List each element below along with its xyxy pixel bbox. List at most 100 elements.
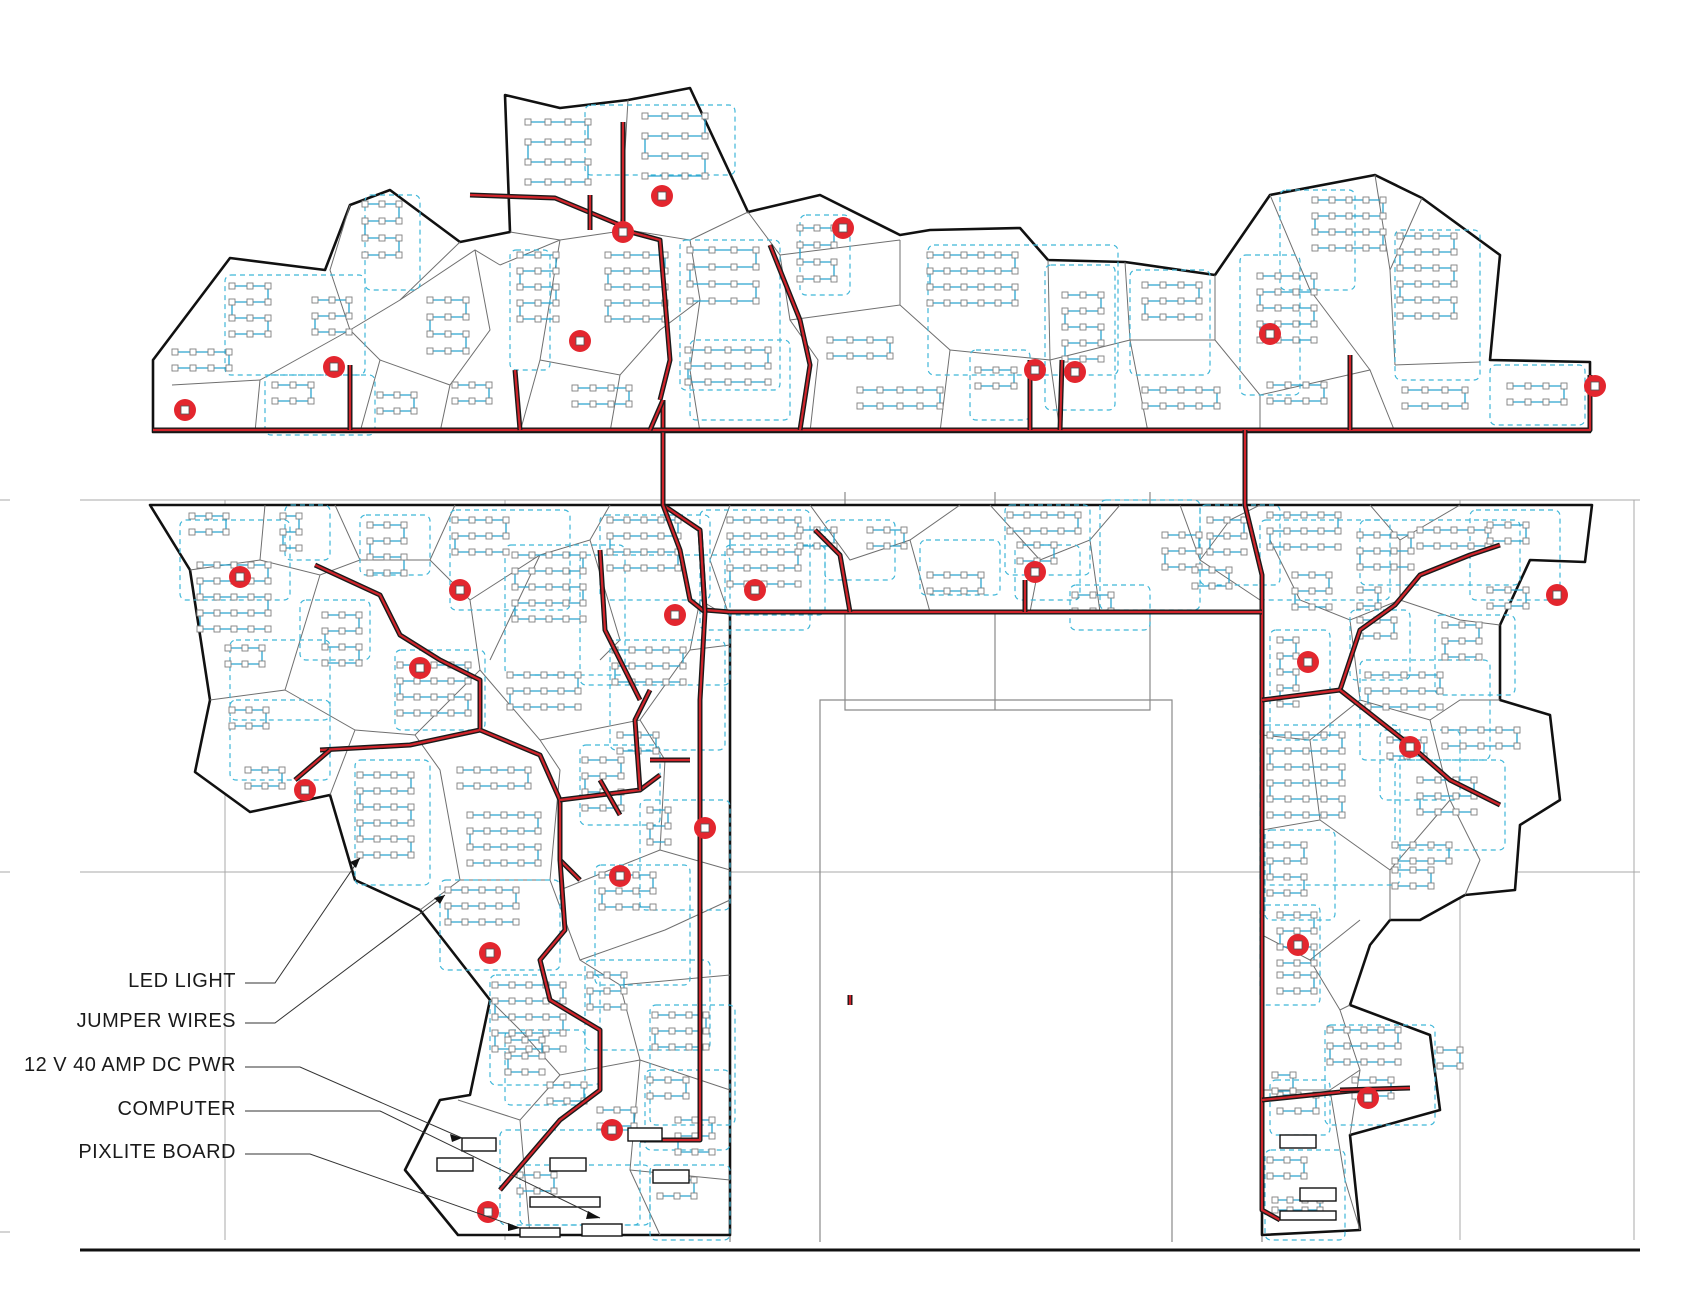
led-light-node: [264, 282, 272, 290]
led-light-node: [451, 516, 459, 524]
led-light-node: [1266, 779, 1274, 787]
led-light-node: [1061, 307, 1069, 315]
led-light-node: [1266, 841, 1274, 849]
led-light-node: [926, 267, 934, 275]
led-light-node: [641, 172, 649, 180]
led-light-node: [1271, 1196, 1279, 1204]
led-light-node: [390, 803, 398, 811]
led-light-node: [1011, 251, 1019, 259]
led-light-node: [690, 1192, 698, 1200]
led-light-node: [451, 381, 459, 389]
led-light-node: [584, 138, 592, 146]
led-light-node: [796, 241, 804, 249]
led-light-node: [730, 246, 738, 254]
led-light-node: [1159, 297, 1167, 305]
led-light-node: [1079, 355, 1087, 363]
led-light-node: [557, 671, 565, 679]
led-light-node: [1266, 397, 1274, 405]
led-light-node: [512, 902, 520, 910]
led-light-node: [461, 886, 469, 894]
led-light-node: [726, 516, 734, 524]
led-light-node: [1486, 537, 1494, 545]
led-light-node: [1225, 566, 1233, 574]
led-light-node: [645, 646, 653, 654]
led-light-node: [743, 532, 751, 540]
led-light-node: [1343, 1042, 1351, 1050]
led-light-node: [604, 315, 612, 323]
led-chain-group: [516, 1171, 558, 1195]
led-light-node: [866, 526, 874, 534]
led-light-node: [396, 677, 404, 685]
led-light-node: [1396, 280, 1404, 288]
led-light-node: [1326, 1026, 1334, 1034]
led-light-node: [1396, 232, 1404, 240]
pixlite-marker: [1399, 736, 1421, 758]
led-light-node: [1266, 511, 1274, 519]
led-light-node: [796, 542, 804, 550]
led-light-node: [977, 251, 985, 259]
led-light-node: [876, 386, 884, 394]
led-light-node: [598, 903, 606, 911]
jumper-wire-loop: [1004, 504, 1091, 576]
led-light-node: [1266, 811, 1274, 819]
led-light-node: [1374, 586, 1382, 594]
led-light-node: [524, 138, 532, 146]
led-light-node: [196, 609, 204, 617]
led-chain-group: [1266, 511, 1342, 551]
led-light-node: [1284, 763, 1292, 771]
led-light-node: [1097, 323, 1105, 331]
led-light-node: [1159, 402, 1167, 410]
led-light-node: [1477, 742, 1485, 750]
led-light-node: [1302, 381, 1310, 389]
led-light-node: [625, 400, 633, 408]
led-light-node: [724, 346, 732, 354]
led-light-node: [936, 386, 944, 394]
led-light-node: [430, 693, 438, 701]
led-light-node: [1458, 621, 1466, 629]
led-light-node: [856, 386, 864, 394]
led-light-node: [866, 542, 874, 550]
led-chain-group: [1436, 1046, 1464, 1070]
led-light-node: [407, 819, 415, 827]
led-light-node: [1033, 541, 1041, 549]
led-light-node: [679, 678, 687, 686]
led-light-node: [1513, 742, 1521, 750]
led-light-node: [1177, 313, 1185, 321]
led-chain-group: [1266, 381, 1328, 405]
led-light-node: [361, 251, 369, 259]
led-light-node: [1421, 386, 1429, 394]
led-light-node: [1504, 602, 1512, 610]
led-light-node: [1328, 228, 1336, 236]
led-chain-group: [271, 381, 315, 405]
led-light-node: [679, 662, 687, 670]
legend-computer-label: COMPUTER: [117, 1098, 236, 1120]
pixlite-board-leader: [245, 1153, 521, 1229]
led-chain-group: [1141, 281, 1203, 321]
led-light-node: [534, 283, 542, 291]
pixlite-marker: [409, 657, 431, 679]
led-light-node: [664, 838, 672, 846]
led-light-node: [1289, 1071, 1297, 1079]
led-light-node: [649, 887, 657, 895]
legend-led-light-label: LED LIGHT: [128, 970, 236, 992]
led-light-node: [517, 859, 525, 867]
led-light-node: [813, 241, 821, 249]
led-light-node: [345, 328, 353, 336]
led-light-node: [1276, 911, 1284, 919]
led-chain-group: [366, 521, 408, 577]
led-light-node: [661, 112, 669, 120]
led-light-node: [524, 118, 532, 126]
pixlite-marker: [569, 330, 591, 352]
led-light-node: [1475, 621, 1483, 629]
led-light-node: [1320, 731, 1328, 739]
led-light-node: [1271, 1206, 1279, 1214]
led-light-node: [376, 407, 384, 415]
led-light-node: [673, 1192, 681, 1200]
led-light-node: [1345, 196, 1353, 204]
led-light-node: [701, 132, 709, 140]
led-light-node: [261, 782, 269, 790]
led-light-node: [1470, 776, 1478, 784]
led-light-node: [1391, 882, 1399, 890]
led-light-node: [1276, 1107, 1284, 1115]
led-chain-group: [1161, 531, 1203, 571]
